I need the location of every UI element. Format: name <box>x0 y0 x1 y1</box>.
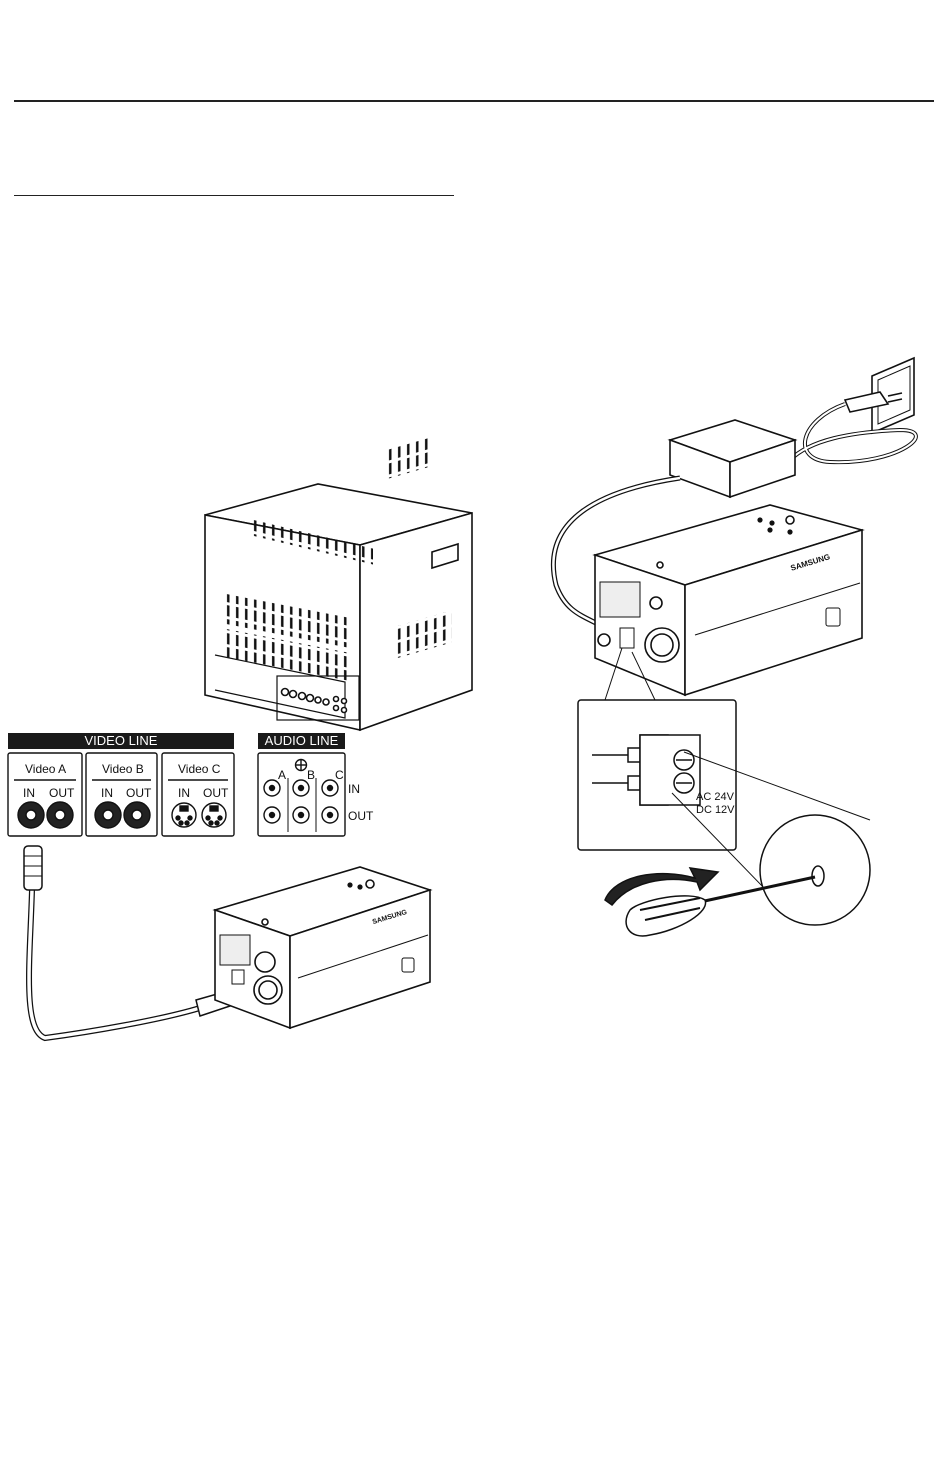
audio-channel-a: A <box>278 768 286 782</box>
video-c-out-label: OUT <box>203 786 228 800</box>
audio-line-panel <box>258 753 345 836</box>
video-line-title: VIDEO LINE <box>8 733 234 749</box>
camera-top-illustration <box>595 505 862 695</box>
video-c-in-label: IN <box>178 786 190 800</box>
dc-voltage-label: DC 12V <box>696 803 735 817</box>
video-cable <box>24 846 242 1038</box>
video-a-out-label: OUT <box>49 786 74 800</box>
video-c-label: Video C <box>178 762 220 776</box>
ac-voltage-label: AC 24V <box>696 790 734 804</box>
audio-channel-c: C <box>335 768 344 782</box>
video-b-in-label: IN <box>101 786 113 800</box>
monitor-illustration <box>205 437 472 730</box>
video-a-label: Video A <box>25 762 66 776</box>
rca-jack-icon <box>18 802 150 828</box>
video-b-out-label: OUT <box>126 786 151 800</box>
video-b-label: Video B <box>102 762 144 776</box>
camera-bottom-illustration <box>215 867 430 1028</box>
audio-in-label: IN <box>348 782 360 796</box>
audio-line-title: AUDIO LINE <box>258 733 345 749</box>
audio-out-label: OUT <box>348 809 373 823</box>
video-a-in-label: IN <box>23 786 35 800</box>
audio-channel-b: B <box>307 768 315 782</box>
